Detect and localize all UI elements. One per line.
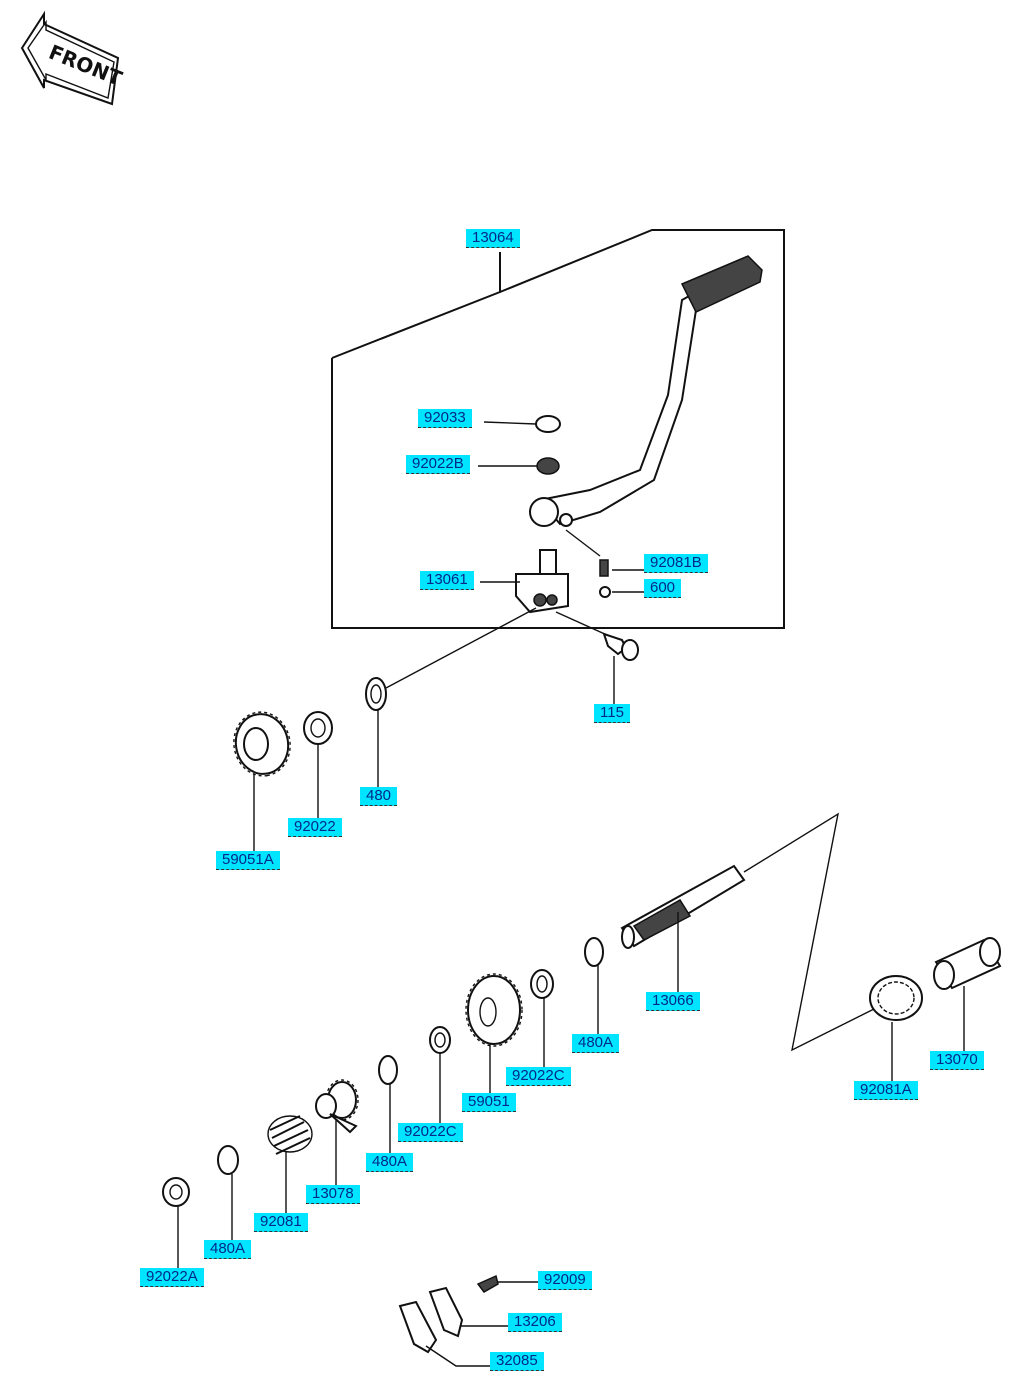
part-label-480A-2[interactable]: 480A [366,1153,414,1172]
part-label-600[interactable]: 600 [644,579,682,598]
kick-pedal-frame [331,229,785,629]
part-label-92081B[interactable]: 92081B [644,554,708,573]
pin-92081B-shape [599,559,609,577]
part-label-92022A[interactable]: 92022A [140,1268,204,1287]
washer-480-shape [365,677,387,711]
nut-92033-shape [535,415,561,433]
front-arrow-icon: FRONT [20,10,126,106]
part-label-92081[interactable]: 92081 [254,1213,308,1232]
washer-92022C-1-shape [530,969,554,999]
kick-shaft-13066-shape [620,864,746,949]
gear-59051-shape [465,973,523,1047]
part-label-92081A[interactable]: 92081A [854,1081,918,1100]
bolt-115-shape [555,611,639,661]
washer-92022A-shape [162,1177,190,1207]
part-label-13066[interactable]: 13066 [646,992,700,1011]
part-label-480A-1[interactable]: 480A [572,1034,620,1053]
screw-92009-shape [476,1274,499,1293]
kick-pedal-arm [529,255,763,527]
part-label-92022[interactable]: 92022 [288,818,342,837]
washer-480A-2-shape [378,1055,398,1085]
part-label-13206[interactable]: 13206 [508,1313,562,1332]
washer-92022B-shape [536,457,560,475]
part-label-480A-3[interactable]: 480A [204,1240,252,1259]
part-label-32085[interactable]: 32085 [490,1352,544,1371]
part-label-59051A[interactable]: 59051A [216,851,280,870]
part-label-13064[interactable]: 13064 [466,229,520,248]
part-label-92033[interactable]: 92033 [418,409,472,428]
washer-92022C-2-shape [429,1026,451,1054]
part-label-59051[interactable]: 59051 [462,1093,516,1112]
part-label-92009[interactable]: 92009 [538,1271,592,1290]
washer-480A-3-shape [217,1145,239,1175]
part-label-92022C-2[interactable]: 92022C [398,1123,463,1142]
ratchet-13078-shape [315,1079,359,1134]
part-label-13061[interactable]: 13061 [420,571,474,590]
spring-92081-shape [267,1115,313,1155]
washer-92022-shape [303,711,333,745]
part-label-13078[interactable]: 13078 [306,1185,360,1204]
lever-13061-shape [515,549,569,614]
washer-480A-1-shape [584,937,604,967]
part-label-480[interactable]: 480 [360,787,398,806]
guide-32085-shape [398,1300,438,1354]
plate-13206-shape [428,1286,464,1338]
spring-92081A-shape [869,975,923,1021]
part-label-13070[interactable]: 13070 [930,1051,984,1070]
part-label-115[interactable]: 115 [594,704,630,723]
part-label-92022C-1[interactable]: 92022C [506,1067,571,1086]
gear-59051A-shape [233,711,291,777]
ball-600-shape [599,586,611,598]
part-label-92022B[interactable]: 92022B [406,455,470,474]
bushing-13070-shape [933,937,1002,990]
